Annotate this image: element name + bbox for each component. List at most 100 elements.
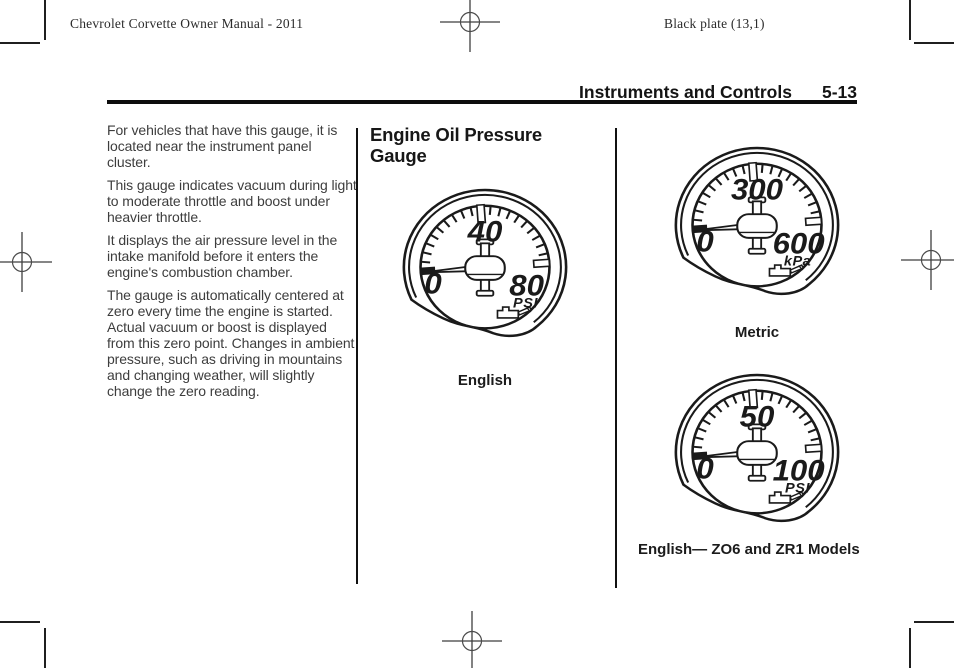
oil-can-icon: [768, 491, 805, 504]
gauge-right-value: 100: [773, 454, 825, 487]
minor-tick: [777, 169, 783, 178]
minor-tick: [723, 399, 730, 408]
gauge-top-value: 50: [740, 400, 775, 433]
minor-tick: [810, 210, 820, 215]
minor-tick: [505, 211, 511, 220]
minor-tick: [702, 192, 711, 199]
printer-note-right: Black plate (13,1): [664, 16, 765, 31]
paragraph: It displays the air pressure level in th…: [107, 232, 338, 280]
minor-tick: [798, 412, 807, 420]
minor-tick: [760, 391, 764, 400]
minor-tick: [423, 251, 432, 256]
top-major-tick: [747, 388, 759, 409]
minor-tick: [436, 226, 445, 234]
minor-tick: [708, 411, 717, 419]
minor-tick: [695, 209, 704, 214]
minor-tick: [430, 234, 439, 241]
body-text-column: For vehicles that have this gauge, it is…: [107, 122, 357, 406]
gauge-needle-hub: [464, 238, 506, 297]
minor-tick: [535, 243, 545, 249]
minor-tick: [723, 172, 730, 181]
registration-mark-right-center-icon: [901, 230, 954, 290]
minor-tick: [803, 420, 812, 426]
minor-tick: [798, 185, 807, 193]
section-header: Instruments and Controls 5-13: [579, 82, 857, 103]
minor-tick: [695, 436, 704, 441]
minor-tick: [693, 218, 703, 222]
minor-tick: [488, 206, 492, 215]
header-rule: [107, 100, 857, 104]
minor-tick: [702, 419, 711, 426]
gauge-unit-label: PSI: [513, 296, 539, 312]
minor-tick: [497, 208, 502, 217]
minor-tick: [785, 173, 792, 182]
minor-tick: [715, 405, 723, 413]
minor-tick: [732, 168, 738, 177]
gauge-right-value: 600: [773, 227, 825, 260]
minor-tick: [469, 208, 474, 217]
crop-mark-bottom-right-vertical: [909, 628, 911, 668]
minor-tick: [715, 178, 723, 186]
crop-mark-top-left-horizontal: [0, 42, 40, 44]
max-major-tick: [532, 258, 551, 269]
minor-tick: [421, 260, 431, 264]
minor-tick: [460, 210, 466, 219]
registration-mark-top-center-icon: [440, 0, 500, 52]
paragraph: For vehicles that have this gauge, it is…: [107, 122, 338, 170]
minor-tick: [792, 178, 800, 187]
gauge-ticks: [692, 388, 823, 461]
max-major-tick: [804, 216, 823, 227]
minor-tick: [810, 437, 820, 442]
top-major-tick: [747, 161, 759, 182]
column-divider: [356, 128, 358, 584]
minor-tick: [741, 166, 746, 175]
column-divider: [615, 128, 617, 588]
gauge-left-value: 0: [696, 452, 713, 485]
gauge-needle-hub: [736, 196, 778, 255]
gauge-ticks: [420, 203, 551, 276]
minor-tick: [732, 395, 738, 404]
gauge-right-value: 80: [509, 269, 544, 302]
gauge-unit-label: kPa: [784, 254, 811, 270]
gauge-unit-label: PSI: [785, 481, 811, 497]
minor-tick: [451, 214, 458, 223]
paragraph: The gauge is automatically centered at z…: [107, 287, 355, 399]
page-number: 5-13: [821, 82, 857, 102]
gauge-left-value: 0: [424, 267, 441, 300]
printer-note-left: Chevrolet Corvette Owner Manual - 2011: [70, 16, 304, 31]
minor-tick: [693, 445, 703, 449]
figure-caption: English— ZO6 and ZR1 Models: [638, 541, 860, 558]
minor-tick: [792, 405, 800, 414]
gauge-bezel-ring: [408, 193, 562, 324]
minor-tick: [807, 201, 817, 207]
gauge-bezel-ring: [680, 151, 834, 282]
oil-can-icon: [496, 306, 533, 319]
topic-heading: Engine Oil Pressure Gauge: [370, 124, 543, 166]
minor-tick: [769, 166, 774, 175]
oil-can-icon: [768, 264, 805, 277]
crop-mark-top-right-vertical: [909, 0, 911, 40]
minor-tick: [777, 396, 783, 405]
minor-tick: [513, 215, 520, 224]
gauge-needle-hub: [736, 423, 778, 482]
minor-tick: [741, 393, 746, 402]
crop-mark-top-right-horizontal: [914, 42, 954, 44]
minor-tick: [807, 428, 817, 434]
minor-tick: [698, 427, 707, 433]
crop-mark-top-left-vertical: [44, 0, 46, 40]
crop-mark-bottom-left-vertical: [44, 628, 46, 668]
minor-tick: [698, 200, 707, 206]
crop-mark-bottom-left-horizontal: [0, 621, 40, 623]
minor-tick: [520, 220, 528, 229]
minor-tick: [760, 164, 764, 173]
minor-tick: [785, 400, 792, 409]
minor-tick: [531, 235, 540, 241]
paragraph: This gauge indicates vacuum during light…: [107, 177, 357, 225]
